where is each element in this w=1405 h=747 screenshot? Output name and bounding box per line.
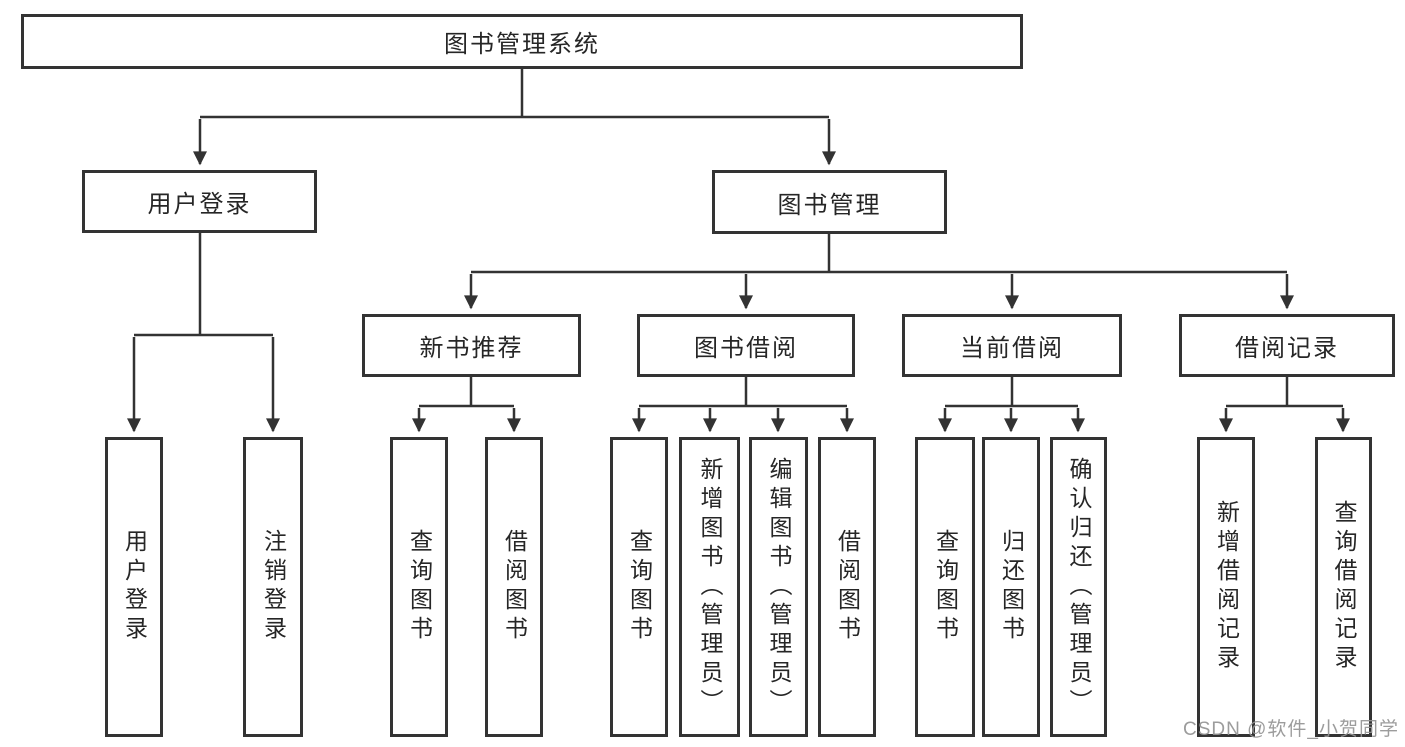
leaf-add-borrow-record-label: 新增借阅记录	[1213, 500, 1240, 674]
leaf-current-query-book: 查询图书	[915, 437, 975, 737]
leaf-current-query-book-label: 查询图书	[932, 529, 959, 645]
node-book-borrowing-label: 图书借阅	[694, 335, 798, 362]
node-new-book-recommend-label: 新书推荐	[419, 335, 524, 362]
leaf-edit-book-admin-label: 编辑图书（管理员）	[766, 456, 792, 718]
node-current-borrowing-label: 当前借阅	[960, 335, 1064, 362]
leaf-confirm-return-admin-label: 确认归还（管理员）	[1066, 456, 1092, 718]
node-borrowing-records-label: 借阅记录	[1235, 335, 1339, 362]
leaf-add-borrow-record: 新增借阅记录	[1197, 437, 1255, 737]
leaf-recommend-query-book-label: 查询图书	[406, 529, 433, 645]
node-library-management-system: 图书管理系统	[21, 14, 1023, 69]
leaf-user-login: 用户登录	[105, 437, 163, 737]
node-new-book-recommend: 新书推荐	[362, 314, 581, 377]
leaf-borrowing-borrow-book: 借阅图书	[818, 437, 876, 737]
leaf-return-book-label: 归还图书	[998, 529, 1025, 645]
leaf-logout: 注销登录	[243, 437, 303, 737]
node-book-borrowing: 图书借阅	[637, 314, 855, 377]
leaf-return-book: 归还图书	[982, 437, 1040, 737]
node-book-management: 图书管理	[712, 170, 947, 234]
leaf-borrowing-query-book-label: 查询图书	[626, 529, 653, 645]
leaf-query-borrow-record: 查询借阅记录	[1315, 437, 1372, 737]
node-user-login-label: 用户登录	[147, 191, 252, 218]
node-library-management-system-label: 图书管理系统	[444, 31, 600, 58]
watermark: CSDN @软件_小贺同学	[1183, 719, 1399, 740]
leaf-recommend-borrow-book-label: 借阅图书	[501, 529, 528, 645]
leaf-edit-book-admin: 编辑图书（管理员）	[749, 437, 808, 737]
node-user-login: 用户登录	[82, 170, 317, 233]
node-current-borrowing: 当前借阅	[902, 314, 1122, 377]
leaf-logout-label: 注销登录	[260, 529, 287, 645]
leaf-add-book-admin: 新增图书（管理员）	[679, 437, 740, 737]
leaf-confirm-return-admin: 确认归还（管理员）	[1050, 437, 1107, 737]
leaf-borrowing-query-book: 查询图书	[610, 437, 668, 737]
leaf-query-borrow-record-label: 查询借阅记录	[1331, 500, 1357, 674]
node-book-management-label: 图书管理	[777, 191, 882, 219]
leaf-borrowing-borrow-book-label: 借阅图书	[834, 529, 861, 645]
leaf-add-book-admin-label: 新增图书（管理员）	[697, 456, 723, 718]
leaf-user-login-label: 用户登录	[121, 529, 148, 645]
leaf-recommend-borrow-book: 借阅图书	[485, 437, 543, 737]
leaf-recommend-query-book: 查询图书	[390, 437, 448, 737]
node-borrowing-records: 借阅记录	[1179, 314, 1395, 377]
